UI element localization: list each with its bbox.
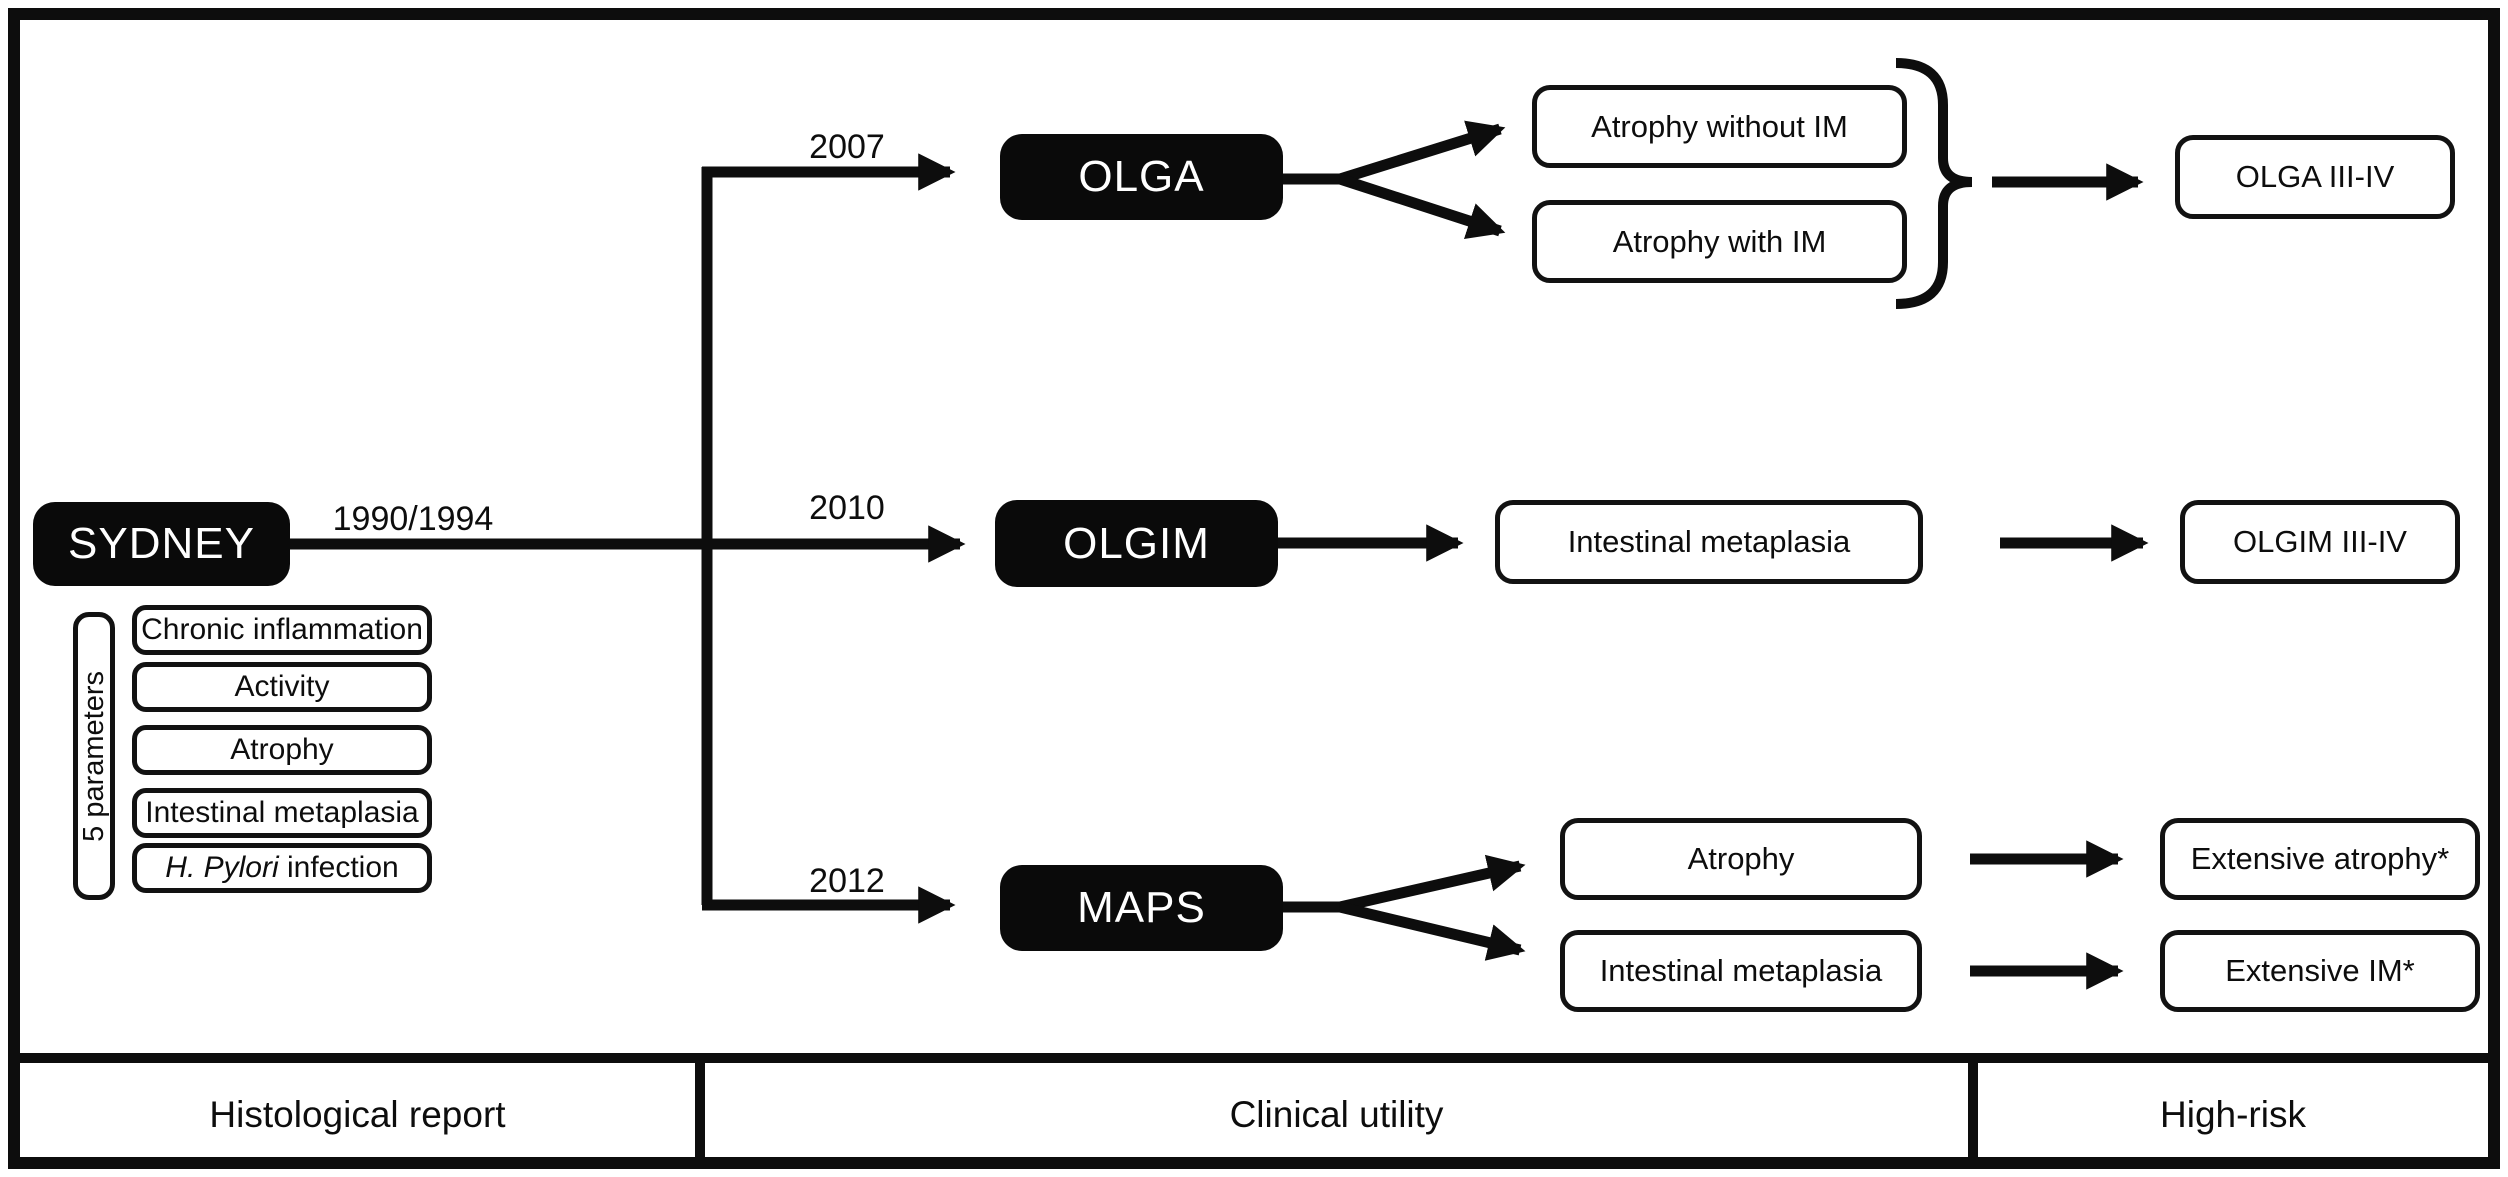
olga-label: OLGA: [1078, 152, 1205, 201]
parameter-box-activity: Activity: [132, 662, 432, 712]
atrophy-with-im-label: Atrophy with IM: [1612, 223, 1827, 259]
parameter-label: Intestinal metaplasia: [145, 796, 419, 829]
extensive-atrophy-label: Extensive atrophy*: [2190, 841, 2450, 876]
footer-band: Histological report Clinical utility Hig…: [20, 1053, 2488, 1167]
parameters-title-box: 5 parameters: [73, 612, 115, 900]
parameter-box-atrophy: Atrophy: [132, 725, 432, 775]
intestinal-metaplasia-maps-box: Intestinal metaplasia: [1560, 930, 1922, 1012]
parameter-label: infection: [278, 851, 399, 884]
transition-year-label: 1990/1994: [332, 500, 494, 538]
olga-box: OLGA: [1000, 134, 1283, 220]
footer-section-histological-report: Histological report: [209, 1094, 506, 1135]
intestinal-metaplasia-maps-label: Intestinal metaplasia: [1599, 953, 1883, 988]
atrophy-maps-box: Atrophy: [1560, 818, 1922, 900]
sydney-label: SYDNEY: [68, 519, 255, 568]
extensive-im-label: Extensive IM*: [2225, 953, 2415, 988]
extensive-im-box: Extensive IM*: [2160, 930, 2480, 1012]
extensive-atrophy-box: Extensive atrophy*: [2160, 818, 2480, 900]
olgim-label: OLGIM: [1063, 518, 1210, 568]
year-2007-label: 2007: [809, 128, 885, 166]
intestinal-metaplasia-olgim-box: Intestinal metaplasia: [1495, 500, 1923, 584]
parameter-box-intestinal-metaplasia: Intestinal metaplasia: [132, 788, 432, 838]
maps-label: MAPS: [1077, 883, 1206, 932]
parameter-label: Atrophy: [230, 733, 334, 766]
maps-box: MAPS: [1000, 865, 1283, 951]
intestinal-metaplasia-olgim-label: Intestinal metaplasia: [1567, 524, 1851, 559]
year-2010-label: 2010: [809, 489, 885, 527]
atrophy-with-im-box: Atrophy with IM: [1532, 200, 1907, 283]
footer-divider: [695, 1063, 705, 1167]
olga-iii-iv-label: OLGA III-IV: [2235, 159, 2395, 194]
atrophy-maps-label: Atrophy: [1687, 841, 1795, 876]
footer-section-clinical-utility: Clinical utility: [1229, 1094, 1444, 1135]
parameters-title: 5 parameters: [77, 670, 110, 842]
atrophy-without-im-label: Atrophy without IM: [1591, 108, 1848, 144]
olgim-iii-iv-box: OLGIM III-IV: [2180, 500, 2460, 584]
parameter-label: Chronic inflammation: [141, 613, 423, 646]
olga-iii-iv-box: OLGA III-IV: [2175, 135, 2455, 219]
atrophy-without-im-box: Atrophy without IM: [1532, 85, 1907, 168]
parameter-box-chronic-inflammation: Chronic inflammation: [132, 605, 432, 655]
footer-divider: [1968, 1063, 1978, 1167]
olgim-box: OLGIM: [995, 500, 1278, 587]
parameter-em: H. Pylori: [165, 851, 279, 884]
olgim-iii-iv-label: OLGIM III-IV: [2233, 524, 2407, 559]
parameter-box-h-pylori-infection: H. Pylori infection: [132, 843, 432, 893]
sydney-box: SYDNEY: [33, 502, 290, 586]
parameter-label: Activity: [234, 670, 330, 703]
year-2012-label: 2012: [809, 862, 885, 900]
footer-section-high-risk: High-risk: [2160, 1094, 2306, 1135]
